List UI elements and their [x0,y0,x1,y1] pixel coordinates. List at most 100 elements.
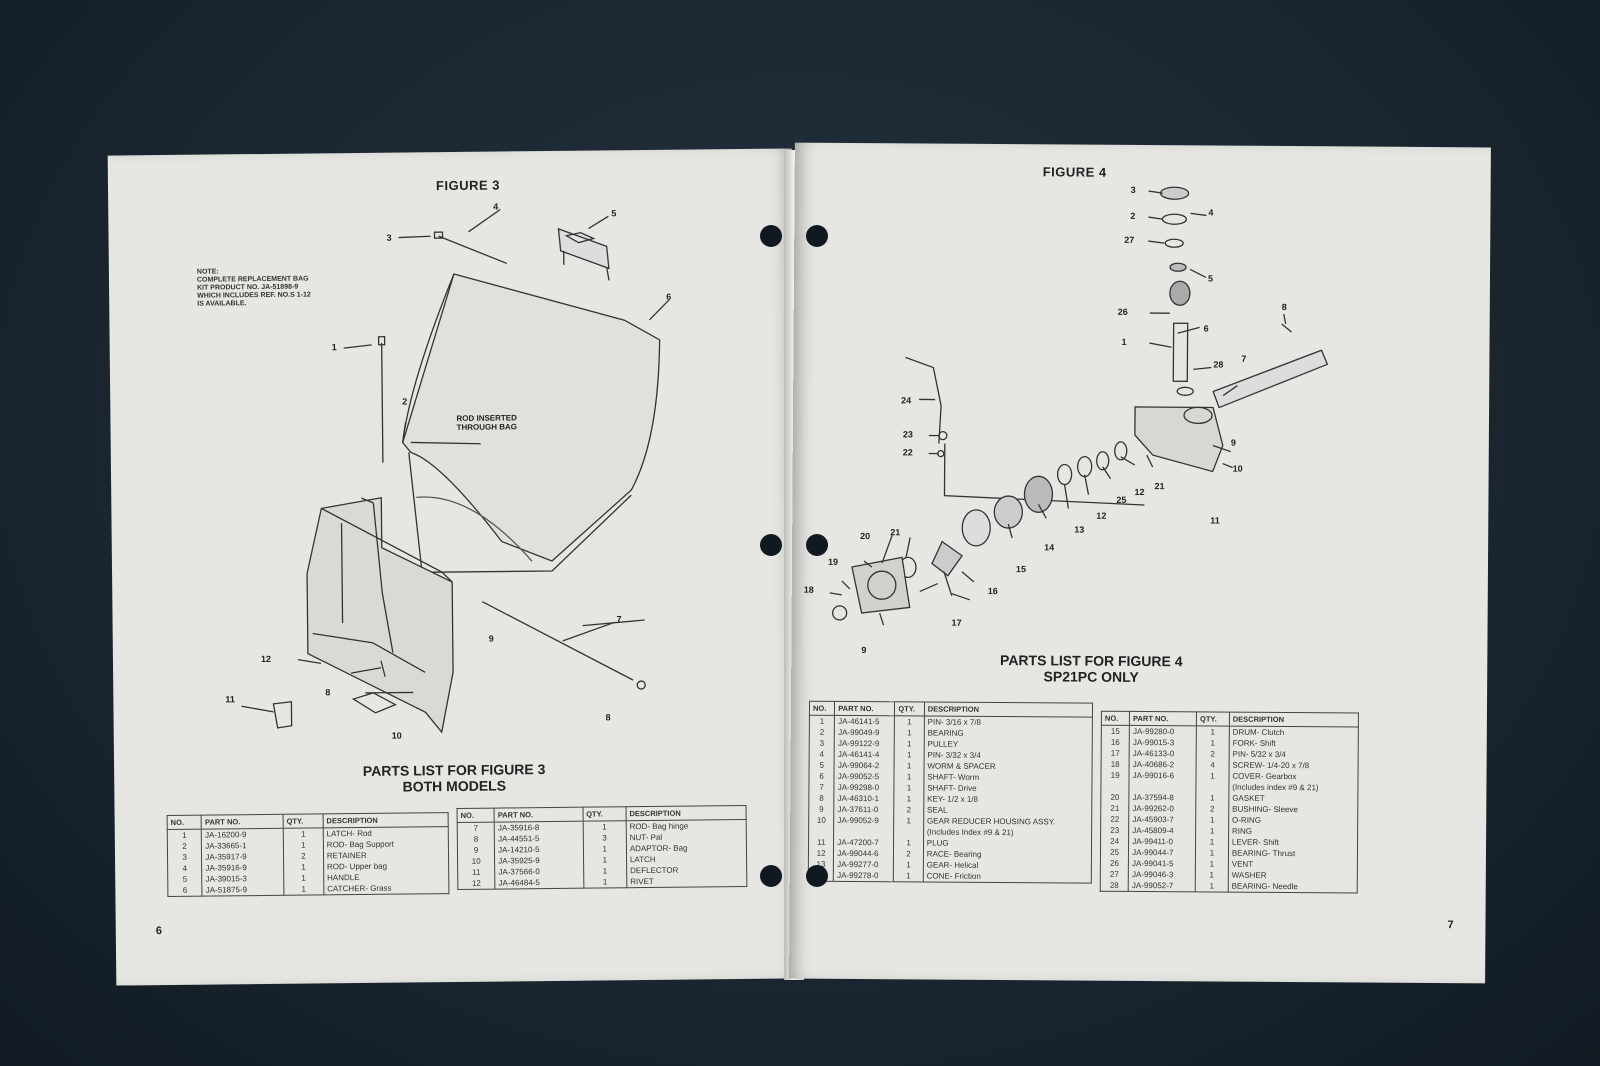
table-cell: JA-46484-5 [494,876,584,890]
table-cell: 1 [894,771,924,783]
table-cell: JA-33665-1 [201,839,284,852]
table-cell: 1 [283,883,324,896]
fig4-callout-18: 18 [803,584,814,595]
table-cell: JA-46310-1 [834,792,895,805]
fig3-callout-11: 11 [225,694,235,705]
table-cell: 2 [1196,748,1230,760]
table-cell: 16 [1101,736,1130,748]
table-cell: 15 [1101,725,1130,737]
table-cell: CATCHER- Grass [323,882,449,895]
table-cell: KEY- 1/2 x 1/8 [923,793,1092,806]
table-cell: 25 [1100,846,1129,858]
table-cell: 1 [583,876,627,889]
table-cell: JA-35917-9 [201,850,284,863]
table-cell: 22 [1100,813,1129,825]
rod-inserted-note: ROD INSERTED THROUGH BAG [456,413,518,432]
table-cell: 3 [167,851,202,864]
table-cell: JA-45903-7 [1128,813,1196,826]
table-cell: 12 [457,877,496,890]
table-cell: JA-46141-4 [834,748,895,761]
table-header-cell: DESCRIPTION [924,701,1093,718]
table-cell: JA-99016-6 [1129,769,1197,782]
table-cell [893,826,924,838]
binder-hole [806,534,828,556]
table-header-cell: NO. [167,815,202,830]
figure-4-diagram [829,186,1329,626]
fig4-callout-9b: 9 [861,645,867,656]
fig4-callout-20: 20 [860,531,871,542]
table-cell: 1 [894,760,924,772]
binder-hole [806,865,828,887]
fig4-callout-14: 14 [1044,542,1055,553]
fig4-callout-25: 25 [1116,494,1127,505]
table-header-cell: PART NO. [1129,711,1197,726]
table-cell: JA-99064-2 [834,759,895,772]
table-header-cell: PART NO. [494,807,583,823]
table-cell: 2 [809,726,835,738]
table-cell: JA-39015-3 [202,872,284,885]
table-cell: 1 [283,861,324,873]
table-cell: 24 [1100,835,1129,847]
table-cell: 26 [1100,857,1129,869]
fig4-callout-16: 16 [987,585,998,597]
fig3-callout-4: 4 [493,201,499,212]
table-cell: GASKET [1228,792,1358,805]
fig3-callout-8a: 8 [325,687,331,698]
table-cell: JA-99280-0 [1129,725,1197,738]
fig4-callout-24: 24 [901,395,912,406]
table-header-cell: QTY. [283,813,324,829]
table-header-cell: PART NO. [834,701,895,716]
table-cell: RING [1228,825,1358,838]
table-cell: 1 [894,715,925,728]
fig4-callout-12b: 12 [1096,510,1107,521]
table-cell: 11 [808,836,834,848]
table-cell: 1 [1195,836,1229,848]
fig4-callout-23: 23 [902,429,913,440]
fig3-callout-10: 10 [391,730,402,741]
table-cell: 4 [167,862,203,875]
fig4-callout-6: 6 [1203,323,1209,334]
table-cell: 19 [1100,769,1130,781]
fig4-callout-4: 4 [1208,207,1214,218]
table-cell: 11 [457,866,495,878]
fig4-callout-11: 11 [1210,515,1220,526]
table-cell: 7 [808,781,835,793]
fig4-callout-3: 3 [1130,184,1136,195]
table-cell [833,825,895,838]
table-cell: JA-99122-9 [834,737,895,750]
fig4-callout-21: 21 [1154,481,1165,492]
table-cell: LEVER- Shift [1228,836,1358,849]
table-header-cell: DESCRIPTION [625,805,747,821]
table-cell: 1 [583,854,627,866]
table-cell: 1 [1195,814,1229,826]
table-cell: 2 [893,848,924,860]
table-header-cell: DESCRIPTION [1229,712,1359,728]
table-cell: JA-46141-5 [834,715,895,728]
fig4-callout-28: 28 [1213,359,1224,370]
table-cell: JA-35916-9 [201,861,284,874]
figure-3-parts-title: PARTS LIST FOR FIGURE 3 BOTH MODELS [304,760,604,795]
table-cell: 9 [457,844,495,856]
table-cell: 1 [894,793,924,805]
page-number-left: 6 [155,925,162,938]
table-cell: CONE- Friction [923,870,1092,884]
table-header-cell: NO. [809,701,835,716]
table-cell: FORK- Shift [1229,737,1359,750]
table-cell: BEARING- Thrust [1228,847,1358,860]
table-cell: 8 [457,833,495,845]
table-cell: 1 [1196,770,1229,782]
table-cell: JA-99298-0 [834,781,895,794]
table-cell: 1 [893,870,924,882]
binder-hole [760,534,782,556]
fig3-callout-3: 3 [386,232,392,243]
table-header-cell: NO. [1101,711,1130,726]
table-cell: 4 [809,748,835,760]
fig4-callout-21b: 21 [890,527,901,538]
fig4-callout-7: 7 [1241,353,1247,364]
